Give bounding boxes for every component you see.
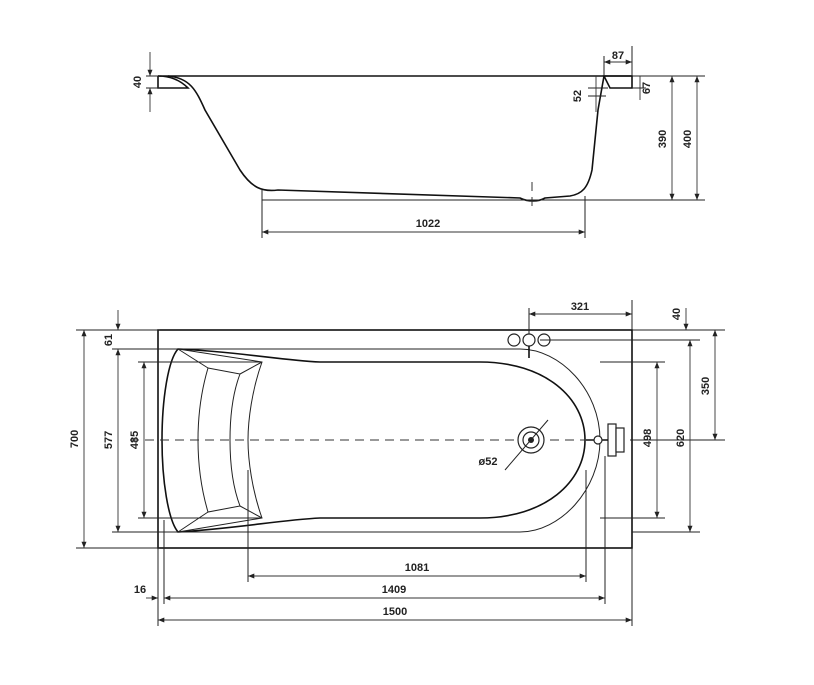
dim-length-1409-label: 1409: [382, 584, 406, 596]
dim-drain-center-label: 350: [700, 377, 712, 395]
dim-length-1081-label: 1081: [405, 562, 429, 574]
side-right-rim: [602, 75, 633, 89]
dim-width-577-label: 577: [103, 431, 115, 449]
drain-diameter-label: ø52: [479, 456, 498, 468]
side-left-rim: [157, 75, 190, 89]
top-backrest-pad: [197, 367, 241, 513]
dim-bottom-length-label: 1022: [416, 218, 440, 230]
dim-total-length-label: 1500: [383, 606, 407, 618]
top-backrest-edge: [177, 348, 263, 533]
drain: ø52: [479, 419, 549, 471]
drain-leader: [504, 419, 549, 471]
dim-rim-width-label: 87: [612, 50, 624, 62]
top-basin: [161, 348, 586, 533]
dim-rim-total-label: 67: [641, 82, 653, 94]
dim-rim-step-label: 52: [572, 90, 584, 102]
dim-total-height-label: 400: [682, 130, 694, 148]
overflow-fitting: [586, 423, 625, 457]
dim-offset-16-label: 16: [134, 584, 146, 596]
tap-set: [507, 333, 551, 358]
dim-width-485-label: 485: [129, 431, 141, 449]
dim-rim-height-label: 40: [132, 76, 144, 88]
dim-width-620-label: 620: [675, 429, 687, 447]
dim-total-width-label: 700: [69, 430, 81, 448]
dim-width-498-label: 498: [642, 429, 654, 447]
overflow-plate-icon: [607, 423, 617, 457]
top-outer-rim: [157, 329, 633, 549]
tap-center-icon: [522, 333, 536, 347]
side-view: 40 87 52 67 390 400 1022: [132, 46, 705, 238]
top-view: ø52 700 61 577 48: [69, 300, 725, 626]
dim-offset-40-label: 40: [671, 308, 683, 320]
dim-tap-offset-label: 321: [571, 301, 589, 313]
tap-left-icon: [507, 333, 521, 347]
overflow-cap-icon: [615, 427, 625, 453]
dim-inner-depth-label: 390: [657, 130, 669, 148]
dim-offset-61-label: 61: [103, 334, 115, 346]
side-tub-profile: [167, 75, 605, 202]
